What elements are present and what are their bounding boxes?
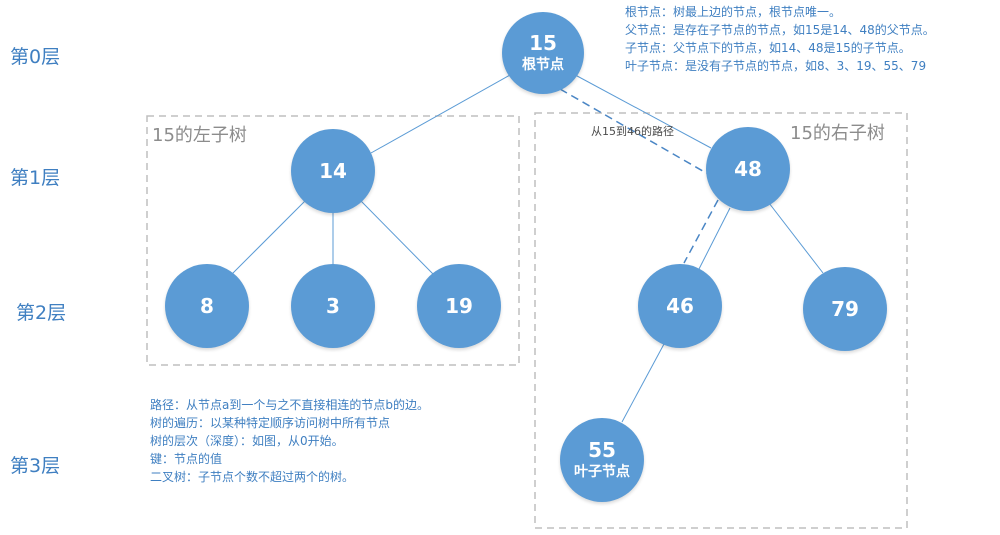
level-2-label: 第2层 <box>16 302 67 324</box>
node-46: 46 <box>638 264 722 348</box>
path-label: 从15到46的路径 <box>591 125 674 138</box>
path-dash-15-48 <box>559 88 709 175</box>
node-value: 55 <box>588 438 616 462</box>
node-8: 8 <box>165 264 249 348</box>
edge-48-46 <box>698 207 731 270</box>
edge-14-19 <box>360 200 434 275</box>
edge-15-14 <box>370 69 520 154</box>
note-leaf: 叶子节点：是没有子节点的节点，如8、3、19、55、79 <box>625 59 927 73</box>
edge-46-55 <box>621 343 665 423</box>
edge-48-79 <box>768 202 824 274</box>
node-value: 79 <box>831 297 859 321</box>
edge-14-8 <box>231 200 306 275</box>
path-dash-48-46 <box>683 199 719 264</box>
node-value: 19 <box>445 294 473 318</box>
left-subtree-box <box>146 115 520 366</box>
node-value: 14 <box>319 159 347 183</box>
node-55-leaf: 55 叶子节点 <box>560 418 644 502</box>
node-value: 3 <box>326 294 340 318</box>
node-14: 14 <box>291 129 375 213</box>
level-1-label: 第1层 <box>10 167 61 189</box>
left-subtree-label: 15的左子树 <box>152 125 247 146</box>
node-value: 8 <box>200 294 214 318</box>
node-value: 48 <box>734 157 762 181</box>
node-19: 19 <box>417 264 501 348</box>
level-3-label: 第3层 <box>10 455 61 477</box>
node-root-15: 15 根节点 <box>502 12 584 94</box>
node-value: 46 <box>666 294 694 318</box>
definitions-top: 根节点：树最上边的节点，根节点唯一。 父节点：是存在子节点的节点，如15是14、… <box>625 3 935 75</box>
node-value: 15 <box>529 31 557 55</box>
note-root: 根节点：树最上边的节点，根节点唯一。 <box>625 5 842 19</box>
node-48: 48 <box>706 127 790 211</box>
note-parent: 父节点：是存在子节点的节点，如15是14、48的父节点。 <box>625 23 935 37</box>
note-child: 子节点：父节点下的节点，如14、48是15的子节点。 <box>625 41 911 55</box>
node-caption: 叶子节点 <box>574 464 630 480</box>
edge-15-48 <box>565 69 712 149</box>
note-key: 键：节点的值 <box>150 452 223 466</box>
definitions-bottom: 路径：从节点a到一个与之不直接相连的节点b的边。 树的遍历：以某种特定顺序访问树… <box>150 396 429 486</box>
right-subtree-box <box>534 112 908 529</box>
right-subtree-label: 15的右子树 <box>790 123 885 144</box>
note-path: 路径：从节点a到一个与之不直接相连的节点b的边。 <box>150 398 429 412</box>
level-0-label: 第0层 <box>10 46 61 68</box>
note-depth: 树的层次（深度）：如图，从0开始。 <box>150 434 344 448</box>
node-3: 3 <box>291 264 375 348</box>
node-79: 79 <box>803 267 887 351</box>
note-traversal: 树的遍历：以某种特定顺序访问树中所有节点 <box>150 416 391 430</box>
note-binary-tree: 二叉树：子节点个数不超过两个的树。 <box>150 470 355 484</box>
node-caption: 根节点 <box>522 57 564 73</box>
